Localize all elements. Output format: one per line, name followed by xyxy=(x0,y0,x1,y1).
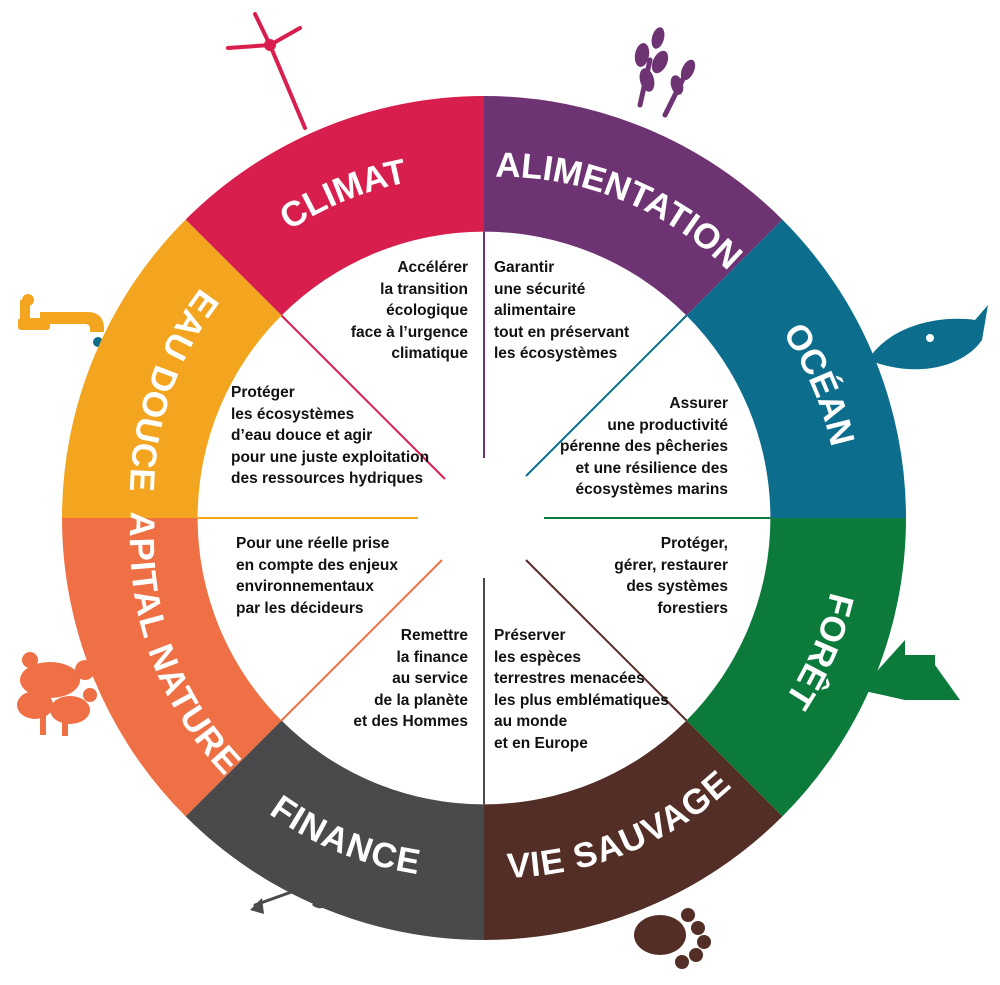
segment-vie-sauvage xyxy=(484,720,783,940)
wheat-icon xyxy=(634,27,696,118)
segment-foret xyxy=(686,518,906,817)
water-tap-icon xyxy=(18,294,104,347)
divider-climat xyxy=(280,314,446,480)
segment-finance xyxy=(185,720,484,940)
description-eau-douce: Protéger les écosystèmes d’eau douce et … xyxy=(231,384,430,487)
footprint-icon xyxy=(634,908,711,969)
segment-eau-douce xyxy=(62,219,282,518)
description-capital-naturel: Pour une réelle prise en compte des enje… xyxy=(236,535,398,617)
description-finance: Remettre la finance au service de la pla… xyxy=(353,627,468,730)
segment-climat xyxy=(185,96,484,316)
segment-ocean xyxy=(686,219,906,518)
biodiversity-icon xyxy=(17,652,97,736)
divider-ocean xyxy=(525,314,688,477)
wind-turbine-icon xyxy=(226,12,307,130)
description-climat: Accélérer la transition écologique face … xyxy=(350,259,468,362)
divider-vie-sauvage xyxy=(525,559,688,722)
fish-icon xyxy=(868,305,988,370)
description-ocean: Assurer une productivité pérenne des pêc… xyxy=(560,395,728,498)
tree-icon xyxy=(860,640,960,700)
segment-alimentation xyxy=(484,96,783,316)
divider-capital-naturel xyxy=(280,559,443,722)
segment-capital-naturel xyxy=(61,518,282,817)
description-foret: Protéger, gérer, restaurer des systèmes … xyxy=(614,535,728,617)
description-alimentation: Garantir une sécurité alimentaire tout e… xyxy=(494,259,630,362)
description-vie-sauvage: Préserver les espèces terrestres menacée… xyxy=(494,627,669,752)
